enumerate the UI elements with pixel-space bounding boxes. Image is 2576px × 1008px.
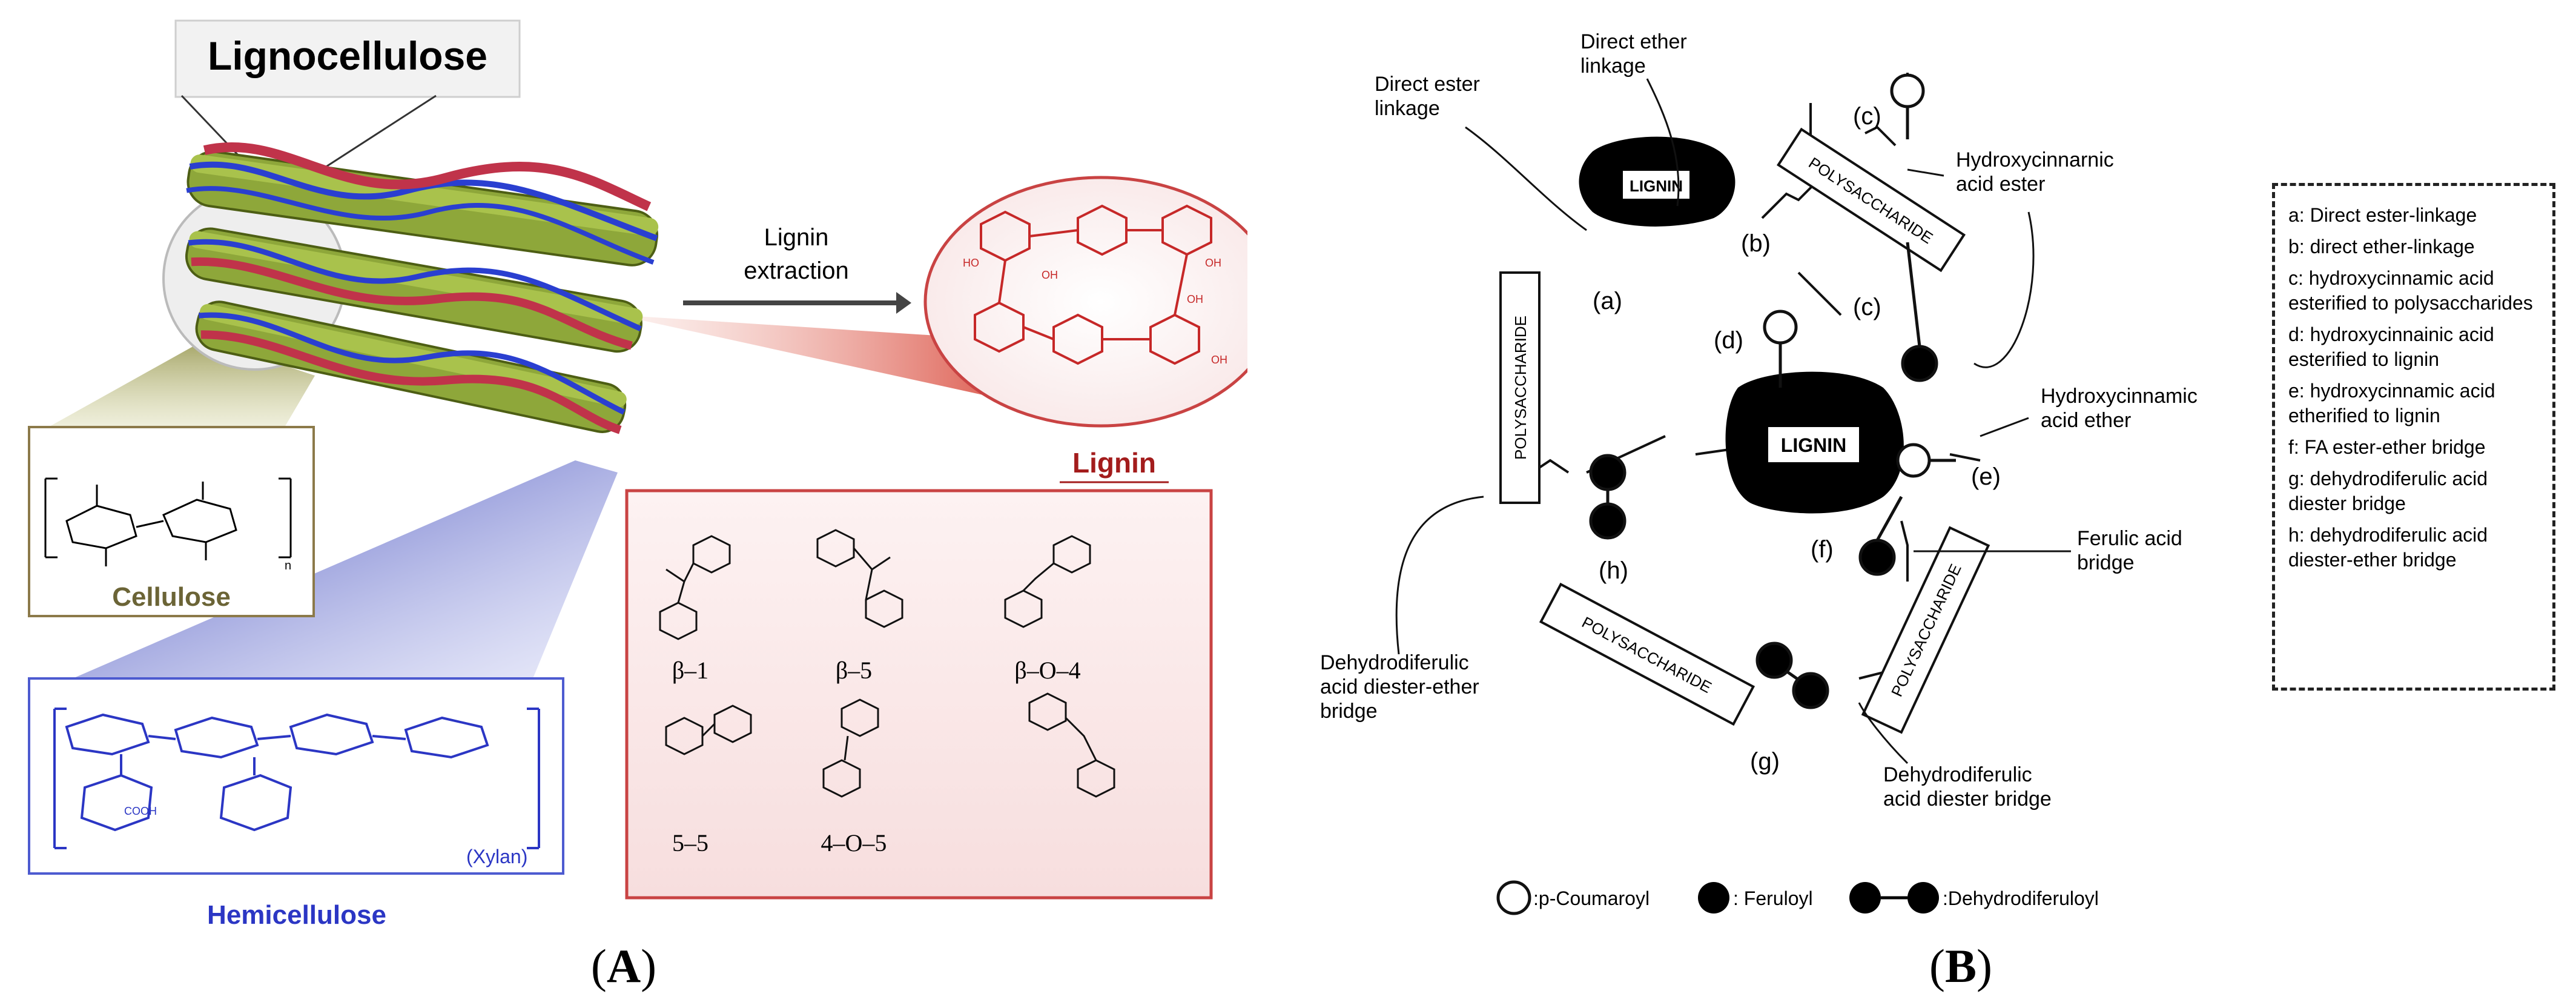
letter-f: (f) [1811, 536, 1834, 563]
lignin-fan [618, 315, 1005, 400]
callout-hydroxy-ester-2: acid ester [1956, 173, 2045, 196]
svg-text:POLYSACCHARIDE: POLYSACCHARIDE [1511, 316, 1530, 460]
callout-hydroxy-ester-1: Hydroxycinnarnic [1956, 148, 2114, 171]
callout-dehydro-diester-2: acid diester bridge [1883, 788, 2052, 811]
linkage-4-o-5: 4–O–5 [821, 829, 887, 857]
feruloyl-f [1858, 539, 1896, 576]
svg-text:LIGNIN: LIGNIN [1781, 434, 1846, 456]
linkage-beta-o-4: β–O–4 [1014, 657, 1080, 684]
lignin-polymer-ellipse: HO OH OH OH OH [923, 176, 1247, 428]
panel-b-diagram: LIGNIN LIGNIN POLYSACCHARIDE POLYSACCHAR… [1320, 30, 2198, 915]
letter-c-top: (c) [1853, 103, 1881, 130]
polysaccharide-box-bottom-left: POLYSACCHARIDE [1539, 582, 1755, 726]
xylan-label: (Xylan) [466, 846, 527, 867]
letter-h: (h) [1599, 557, 1628, 584]
hemicellulose-panel: COOH (Xylan) Hemicellulose [28, 677, 564, 930]
hemicellulose-label: Hemicellulose [207, 900, 386, 930]
svg-text:OH: OH [1211, 354, 1227, 366]
feruloyl-g1 [1755, 642, 1793, 679]
letter-g: (g) [1750, 748, 1780, 775]
letter-e: (e) [1971, 463, 2001, 490]
callout-dehydro-ether-2: acid diester-ether [1320, 675, 1479, 698]
letter-b: (b) [1741, 230, 1771, 257]
coumaroyl-d [1763, 310, 1798, 345]
lignin-block-top: LIGNIN [1579, 136, 1735, 227]
callout-dehydro-ether-1: Dehydrodiferulic [1320, 651, 1469, 674]
svg-text:LIGNIN: LIGNIN [1630, 177, 1683, 195]
feruloyl-h1 [1589, 454, 1627, 491]
legend-item-c: c: hydroxycinnamic acid esterified to po… [2288, 267, 2533, 314]
coumaroyl-e [1896, 443, 1931, 478]
linkage-beta-1: β–1 [672, 657, 708, 684]
polysaccharide-box-left: POLYSACCHARIDE [1499, 271, 1541, 504]
legend-item-b: b: direct ether-linkage [2288, 236, 2475, 257]
hemicellulose-fan [73, 460, 618, 678]
key-coumaroyl: :p-Coumaroyl [1533, 887, 1650, 909]
symbol-key: :p-Coumaroyl : Feruloyl :Dehydrodiferulo… [1496, 880, 2099, 915]
polysaccharide-box-top-right: POLYSACCHARIDE [1776, 127, 1966, 273]
legend-item-a: a: Direct ester-linkage [2288, 204, 2477, 226]
legend-item-h: h: dehydrodiferulic acid diester-ether b… [2288, 524, 2488, 571]
callout-direct-ester-2: linkage [1375, 97, 1440, 120]
legend-item-e: e: hydroxycinnamic acid etherified to li… [2288, 380, 2495, 426]
svg-text:OH: OH [1042, 269, 1058, 281]
legend-item-d: d: hydroxycinnainic acid esterified to l… [2288, 323, 2494, 370]
callout-ferulic-1: Ferulic acid [2077, 527, 2182, 550]
letter-d: (d) [1714, 327, 1743, 354]
callout-ferulic-2: bridge [2077, 551, 2135, 574]
panel-a-diagram: Lignocellulose [28, 19, 1247, 930]
cellulose-panel: n Cellulose [28, 426, 315, 617]
lignin-linkages-panel: β–1 β–5 β–O–4 5–5 4–O–5 [625, 489, 1213, 900]
lignin-label: Lignin [1072, 447, 1156, 479]
lignin-extraction-arrow: Lignin extraction [683, 224, 911, 314]
callout-direct-ester-1: Direct ester [1375, 73, 1480, 96]
svg-text:HO: HO [963, 257, 979, 269]
key-dehydro: :Dehydrodiferuloyl [1943, 887, 2099, 909]
callout-direct-ether-1: Direct ether [1580, 30, 1687, 53]
fiber-bundle [185, 142, 659, 434]
svg-text:OH: OH [1205, 257, 1221, 269]
panel-label-b: (B) [1929, 940, 1992, 992]
legend-item-g: g: dehydrodiferulic acid diester bridge [2288, 468, 2488, 514]
callout-hydroxy-ether-2: acid ether [2041, 409, 2131, 432]
callout-direct-ether-2: linkage [1580, 55, 1646, 78]
linkage-legend: a: Direct ester-linkage b: direct ether-… [2272, 183, 2555, 691]
svg-text:n: n [285, 559, 291, 572]
legend-item-f: f: FA ester-ether bridge [2288, 436, 2486, 458]
letter-c: (c) [1853, 294, 1881, 320]
key-feruloyl: : Feruloyl [1733, 887, 1813, 909]
arrow-label-lignin: Lignin [764, 224, 829, 251]
coumaroyl-top [1890, 73, 1925, 108]
svg-text:POLYSACCHARIDE: POLYSACCHARIDE [1806, 153, 1937, 247]
panel-label-a: (A) [590, 940, 657, 992]
svg-text:OH: OH [1187, 293, 1203, 305]
callout-dehydro-diester-1: Dehydrodiferulic [1883, 763, 2032, 786]
lignocellulose-title: Lignocellulose [208, 33, 487, 78]
letter-a: (a) [1593, 288, 1622, 314]
svg-text:COOH: COOH [124, 805, 157, 817]
callout-dehydro-ether-3: bridge [1320, 700, 1378, 723]
feruloyl-c [1901, 345, 1938, 382]
linkage-beta-5: β–5 [836, 657, 872, 684]
linkage-5-5: 5–5 [672, 829, 708, 857]
feruloyl-h2 [1589, 502, 1627, 540]
arrow-label-extraction: extraction [744, 257, 848, 284]
feruloyl-g2 [1792, 672, 1829, 709]
callout-hydroxy-ether-1: Hydroxycinnamic [2041, 385, 2198, 408]
lignin-block-center: LIGNIN [1725, 371, 1904, 514]
lignocellulose-title-box: Lignocellulose [174, 19, 521, 98]
cellulose-label: Cellulose [112, 582, 231, 612]
